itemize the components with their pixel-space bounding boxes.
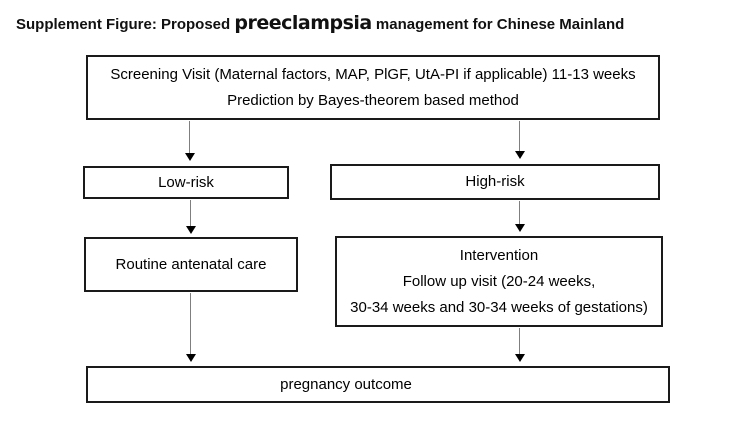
intervention-line-2: Follow up visit (20-24 weeks, [402, 272, 596, 290]
arrow-head-icon [185, 226, 196, 234]
screening-visit-line-2: Prediction by Bayes-theorem based method [227, 91, 519, 109]
intervention-line-1: Intervention [459, 246, 539, 264]
figure-title: Supplement Figure: Proposed preeclampsia… [16, 12, 624, 34]
arrow-head-icon [184, 153, 195, 161]
low-risk-label: Low-risk [158, 173, 214, 191]
figure-title-suffix: management for Chinese Mainland [371, 16, 625, 33]
arrow-head-icon [185, 354, 196, 362]
figure-title-prefix: Supplement Figure: Proposed [16, 16, 235, 33]
intervention-box: Intervention Follow up visit (20-24 week… [335, 236, 663, 327]
high-risk-box: High-risk [330, 164, 660, 200]
pregnancy-outcome-label: pregnancy outcome [280, 375, 412, 393]
routine-antenatal-care-box: Routine antenatal care [84, 237, 298, 292]
arrow-shaft [518, 328, 521, 354]
arrow-high-risk-to-intervention [514, 201, 525, 232]
low-risk-box: Low-risk [83, 166, 289, 199]
arrow-routine-to-outcome [185, 293, 196, 362]
arrow-shaft [518, 121, 521, 151]
arrow-screening-to-low-risk [184, 121, 195, 161]
arrow-head-icon [514, 151, 525, 159]
figure-title-emphasis: preeclampsia [234, 12, 372, 34]
intervention-line-3: 30-34 weeks and 30-34 weeks of gestation… [350, 298, 648, 316]
arrow-intervention-to-outcome [514, 328, 525, 362]
pregnancy-outcome-box: pregnancy outcome [86, 366, 670, 403]
arrow-shaft [189, 293, 192, 354]
arrow-head-icon [514, 224, 525, 232]
arrow-screening-to-high-risk [514, 121, 525, 159]
arrow-shaft [188, 121, 191, 153]
screening-visit-box: Screening Visit (Maternal factors, MAP, … [86, 55, 660, 120]
high-risk-label: High-risk [465, 173, 525, 190]
arrow-shaft [518, 201, 521, 224]
arrow-low-risk-to-routine [185, 200, 196, 234]
routine-antenatal-care-label: Routine antenatal care [115, 255, 267, 273]
arrow-shaft [189, 200, 192, 226]
arrow-head-icon [514, 354, 525, 362]
screening-visit-line-1: Screening Visit (Maternal factors, MAP, … [110, 65, 636, 83]
